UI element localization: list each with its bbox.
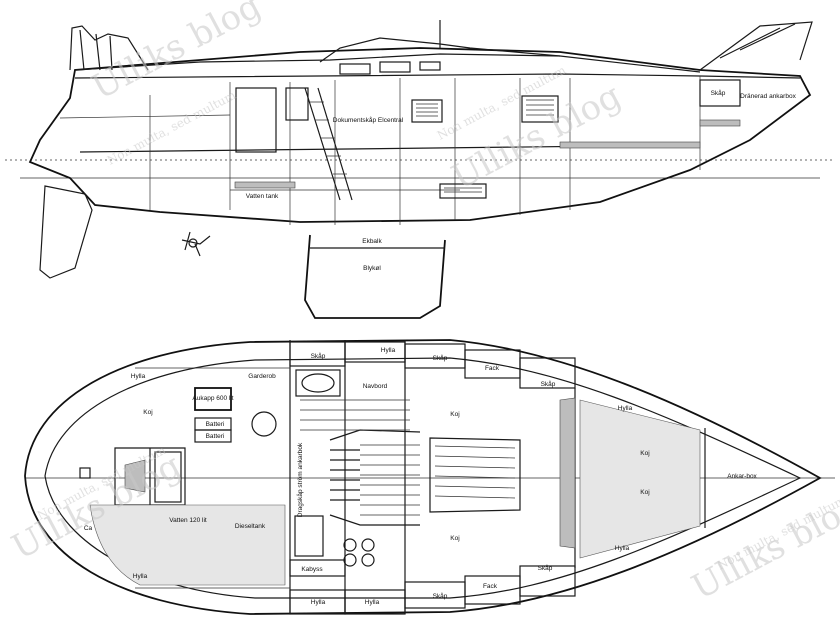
plan-label-koj-left: Koj [143,409,152,416]
plan-label-hylla-b2: Hylla [365,599,380,606]
watermark-name-2: Ulliks blog [445,76,627,198]
plan-label-koj-salon-2: Koj [450,535,459,542]
plan-label-vatten: Vatten 120 lit [169,517,207,524]
plan-label-hylla-b3: Hylla [615,545,630,552]
plan-label-skap-top2: Skåp [433,354,448,362]
plan-label-batteri-2: Batteri [206,433,225,440]
plan-label-aukapp: Aukapp 600 lit [192,395,233,402]
plan-label-koj-salon: Koj [450,411,459,418]
plan-label-navbord: Navbord [363,383,388,390]
plan-label-hylla-right: Hylla [618,405,633,412]
plan-label-fack-b: Fack [483,583,498,590]
plan-label-hylla-top: Hylla [381,347,396,354]
plan-label-fack-top: Fack [485,365,500,372]
plan-label-batteri-1: Batteri [206,421,225,428]
watermark-motto-1: Non multa, sed multum [105,88,239,168]
plan-label-skap-b2: Skåp [538,564,553,572]
plan-label-hylla-b1: Hylla [311,599,326,606]
profile-label-keel-bolts: Ekbalk [362,238,382,245]
profile-label-skap: Skåp [711,89,726,97]
plan-label-kabyss: Kabyss [301,566,323,573]
watermark-name-1: Ulliks blog [85,0,267,108]
plan-label-ankarbox: Ankar-box [727,473,757,480]
profile-label-instruments: Dokumentskåp Elcentral [333,116,404,124]
profile-label-water-tank: Vatten tank [246,193,279,200]
profile-label-keel: Blykøl [363,265,381,272]
plan-label-hylla-bl: Hylla [133,573,148,580]
plan-label-hylla-left: Hylla [131,373,146,380]
plan-label-skap-top3: Skåp [541,380,556,388]
plan-label-ca: Ca [84,525,93,532]
plan-label-skap-top: Skåp [311,352,326,360]
plan-label-skap-b: Skåp [433,592,448,600]
plan-label-koj-fore-2: Koj [640,489,649,496]
profile-view: Skåp Dränerad ankarbox Dokumentskåp Elce… [5,20,835,319]
profile-label-cockpit-drain: Dränerad ankarbox [740,93,796,100]
plan-label-stair-text: Dragskåp ström ankarbok [296,442,304,517]
plan-label-koj-fore-1: Koj [640,450,649,457]
plan-view: Skåp Hylla Skåp Fack Skåp Hylla Garderob… [24,339,835,615]
plan-label-garderob: Garderob [248,373,276,380]
plan-label-dieseltank: Dieseltank [235,523,266,530]
